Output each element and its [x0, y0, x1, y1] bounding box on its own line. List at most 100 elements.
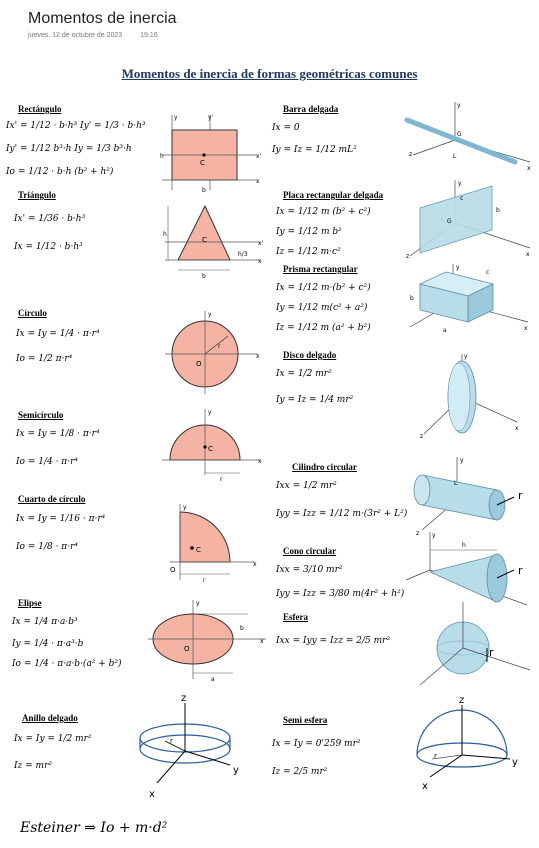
svg-text:x: x	[527, 165, 531, 172]
cylinder-figure: r y z L	[413, 457, 523, 537]
svg-text:x: x	[256, 353, 260, 360]
formula-disco-1: Ix = 1/2 mr²	[276, 369, 332, 379]
formula-semi-esfera-1: Ix = Iy = 0'259 mr²	[272, 739, 361, 749]
formula-elipse-1: Ix = 1/4 π·a·b³	[12, 617, 78, 627]
svg-text:y: y	[464, 353, 468, 360]
svg-text:r: r	[203, 577, 206, 584]
label-semicirculo: Semicírculo	[18, 410, 64, 420]
main-heading: Momentos de inercia de formas geométrica…	[121, 66, 418, 81]
svg-text:b: b	[496, 207, 500, 214]
formula-triangulo-2: Ix = 1/12 · b·h³	[14, 242, 83, 252]
formula-semicirculo-2: Io = 1/4 · π·r⁴	[16, 457, 78, 467]
svg-text:r: r	[220, 476, 223, 483]
svg-text:O: O	[196, 360, 202, 368]
page-meta: jueves, 12 de octubre de 2023 19:16	[28, 32, 174, 39]
svg-text:r: r	[170, 737, 173, 745]
ellipse-figure: b a O xy	[148, 600, 266, 682]
svg-text:x: x	[260, 638, 264, 645]
svg-text:y: y	[460, 457, 464, 464]
label-cono: Cono circular	[283, 546, 337, 556]
svg-text:b: b	[240, 625, 244, 632]
label-semi-esfera: Semi esfera	[283, 715, 328, 725]
page-time: 19:16	[140, 32, 158, 39]
svg-text:y: y	[208, 409, 212, 416]
svg-text:x: x	[422, 781, 428, 792]
semicircle-figure: C r xy	[162, 409, 262, 483]
svg-text:x: x	[253, 561, 257, 568]
svg-text:x: x	[258, 458, 262, 465]
formula-barra-1: Ix = 0	[272, 123, 300, 133]
svg-text:h: h	[462, 542, 466, 549]
svg-text:z: z	[459, 695, 464, 706]
svg-text:x: x	[524, 325, 528, 332]
svg-text:b: b	[202, 273, 206, 280]
svg-text:c: c	[460, 195, 463, 202]
formula-prisma-3: Iz = 1/12 m (a² + b²)	[276, 323, 371, 333]
rod-figure: G y x z L	[404, 102, 531, 172]
formula-prisma-1: Ix = 1/12 m·(b² + c²)	[276, 283, 371, 293]
svg-text:C: C	[196, 546, 201, 554]
svg-text:y: y	[458, 180, 462, 187]
svg-text:x: x	[149, 789, 155, 800]
formula-triangulo-1: Ix' = 1/36 · b·h³	[14, 214, 86, 224]
svg-text:y: y	[183, 504, 187, 511]
formula-prisma-2: Iy = 1/12 m(c² + a²)	[276, 303, 368, 313]
formula-cono-1: Ixx = 3/10 mr²	[276, 565, 343, 575]
svg-text:y: y	[457, 102, 461, 109]
formula-anillo-2: Iz = mr²	[14, 761, 53, 771]
svg-text:x: x	[526, 251, 530, 258]
svg-text:z: z	[420, 433, 423, 440]
svg-text:O: O	[170, 566, 176, 574]
triangle-figure: h C h/3 b x'x	[163, 204, 264, 280]
svg-text:h/3: h/3	[238, 251, 248, 258]
formula-elipse-2: Iy = 1/4 · π·a³·b	[12, 639, 84, 649]
svg-text:z: z	[416, 530, 419, 537]
svg-text:G: G	[457, 131, 462, 138]
svg-text:y: y	[208, 311, 212, 318]
svg-text:z: z	[181, 693, 186, 704]
formula-cuarto-circulo-2: Io = 1/8 · π·r⁴	[16, 542, 78, 552]
prism-figure: b a c y x	[409, 264, 529, 334]
svg-text:h: h	[163, 231, 167, 238]
formula-cilindro-2: Iyy = Izz = 1/12 m·(3r² + L²)	[276, 509, 408, 519]
svg-text:y: y	[233, 765, 239, 776]
label-rectangulo: Rectángulo	[18, 104, 62, 114]
svg-text:G: G	[447, 218, 452, 225]
formula-rectangulo-2: Iy' = 1/12 b³·h Iy = 1/3 b³·h	[6, 144, 132, 154]
svg-text:y: y	[512, 757, 518, 768]
svg-text:x: x	[258, 258, 262, 265]
sphere-figure: r	[419, 602, 531, 686]
label-esfera: Esfera	[283, 612, 308, 622]
svg-text:r: r	[489, 646, 494, 659]
label-disco: Disco delgado	[283, 350, 337, 360]
cone-figure: r h y	[405, 532, 528, 606]
formula-rectangulo-3: Io = 1/12 · b·h (b² + h²)	[6, 167, 114, 177]
svg-text:r: r	[518, 489, 523, 502]
label-cuarto-circulo: Cuarto de círculo	[18, 494, 86, 504]
formula-placa-3: Iz = 1/12 m·c²	[276, 247, 341, 257]
svg-text:z: z	[406, 253, 409, 260]
formula-barra-2: Iy = Iz = 1/12 mL²	[272, 145, 357, 155]
svg-text:C: C	[200, 159, 205, 167]
quarter-circle-figure: C r O x y	[170, 504, 257, 584]
label-anillo: Anillo delgado	[22, 713, 78, 723]
svg-text:a: a	[211, 676, 215, 682]
label-elipse: Elipse	[18, 598, 42, 608]
hemisphere-figure: z y x r	[416, 695, 518, 792]
label-prisma: Prisma rectangular	[283, 264, 358, 274]
svg-text:r: r	[434, 752, 437, 760]
label-cilindro: Cilindro circular	[292, 462, 357, 472]
formula-cilindro-1: Ixx = 1/2 mr²	[276, 481, 337, 491]
svg-text:y': y'	[208, 114, 214, 121]
svg-text:y: y	[174, 114, 178, 121]
label-triangulo: Triángulo	[18, 190, 56, 200]
svg-text:y: y	[456, 264, 460, 271]
svg-text:L: L	[453, 153, 457, 160]
svg-text:y: y	[432, 532, 436, 539]
svg-text:x': x'	[258, 240, 264, 247]
circle-figure: r O xy	[165, 311, 260, 394]
page-title: Momentos de inercia	[28, 10, 177, 27]
svg-text:a: a	[443, 327, 447, 334]
formula-placa-1: Ix = 1/12 m (b² + c²)	[276, 207, 371, 217]
